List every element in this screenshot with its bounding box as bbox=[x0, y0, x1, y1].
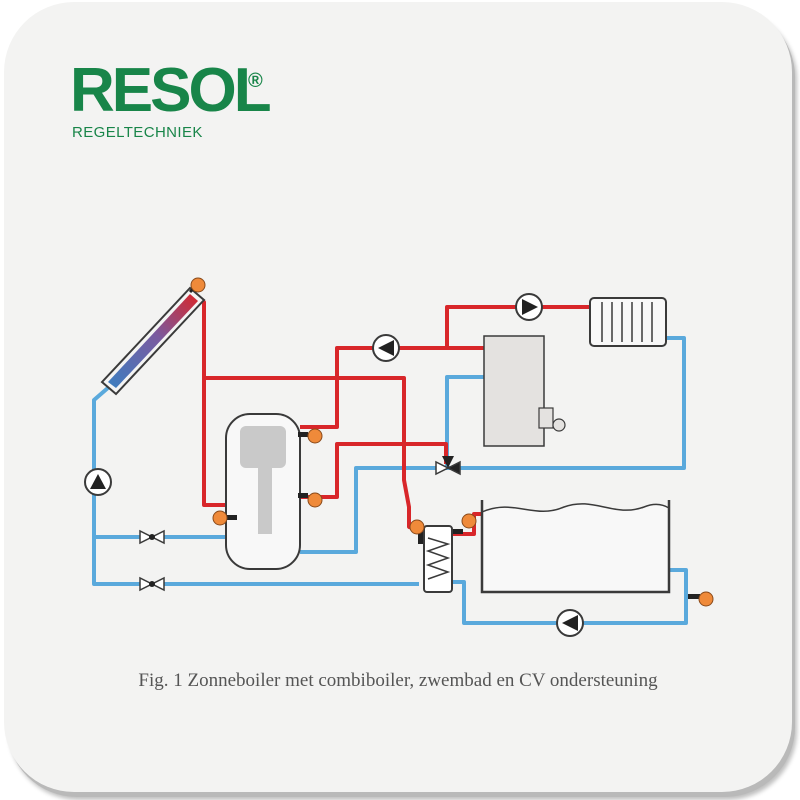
solar-collector bbox=[100, 286, 206, 396]
valve-upper-icon bbox=[139, 529, 165, 545]
sensor-collector-icon bbox=[188, 277, 206, 294]
sensors bbox=[188, 277, 714, 607]
pump-pool-icon bbox=[556, 609, 584, 637]
pump-collector-icon bbox=[84, 468, 112, 496]
cold-pipe-boiler-return bbox=[445, 375, 484, 468]
sensor-pool-icon bbox=[688, 591, 714, 607]
hot-pipe-storage-lower bbox=[300, 442, 448, 499]
pump-radiator-icon bbox=[515, 293, 543, 321]
hot-pipe-collector-flow bbox=[188, 292, 226, 507]
sensor-storage-upper-icon bbox=[298, 428, 323, 444]
logo-registered-mark: ® bbox=[248, 70, 263, 92]
resol-logo: RESOL ® REGELTECHNIEK bbox=[70, 56, 290, 144]
figure-caption: Fig. 1 Zonneboiler met combiboiler, zwem… bbox=[138, 670, 658, 691]
hot-pipe-storage-upper bbox=[300, 346, 484, 429]
sensor-pool-exchanger-icon bbox=[453, 513, 477, 534]
solar-system-diagram bbox=[84, 277, 714, 637]
heat-exchanger bbox=[423, 525, 453, 593]
logo-subtitle: REGELTECHNIEK bbox=[72, 124, 203, 141]
swimming-pool bbox=[480, 500, 671, 594]
storage-tank bbox=[225, 413, 301, 570]
combi-boiler bbox=[483, 335, 566, 447]
sensor-storage-middle-icon bbox=[298, 492, 323, 508]
logo-wordmark: RESOL bbox=[70, 56, 272, 125]
sensor-heat-exchanger-icon bbox=[409, 519, 425, 544]
sensor-storage-lower-icon bbox=[212, 510, 237, 526]
pump-boiler-icon bbox=[372, 334, 400, 362]
valve-lower-icon bbox=[139, 576, 165, 592]
cold-pipe-storage-to-mixer bbox=[300, 336, 686, 554]
mixing-valve-icon bbox=[435, 456, 461, 476]
radiator bbox=[589, 297, 667, 347]
diagram-card: RESOL ® REGELTECHNIEK bbox=[4, 2, 792, 792]
